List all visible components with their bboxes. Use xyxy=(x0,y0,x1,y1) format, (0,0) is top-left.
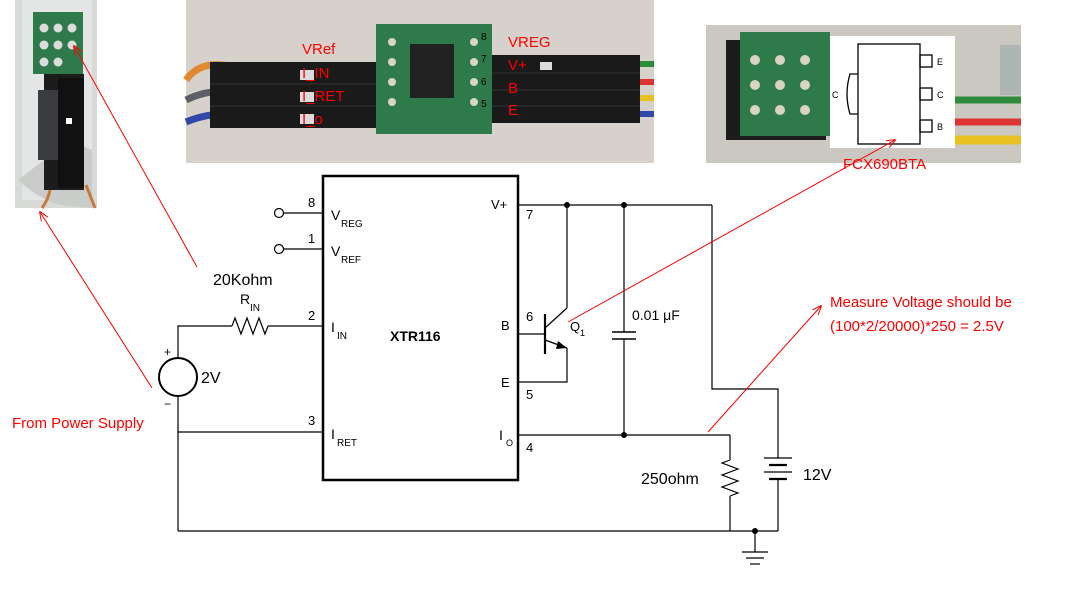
resistor-rin xyxy=(231,316,269,336)
pin-b-label: B xyxy=(501,318,510,333)
pin-7-number: 7 xyxy=(526,207,533,222)
arrow-to-package xyxy=(567,140,895,323)
photo-board-closeup xyxy=(15,0,97,209)
pin-6-number: 6 xyxy=(526,309,533,324)
q1-label: Q xyxy=(570,319,580,334)
power-supply-label: From Power Supply xyxy=(12,415,144,432)
photo-transistor: E C B C xyxy=(706,25,1021,163)
rin-value: 20Kohm xyxy=(213,272,273,289)
photo-label-io: I_o xyxy=(302,111,323,128)
pin-iret-label: I xyxy=(331,426,335,442)
pin-3-number: 3 xyxy=(308,413,315,428)
q1-sub: 1 xyxy=(580,328,585,338)
pin-e-label: E xyxy=(501,375,510,390)
photo-label-vref: VRef xyxy=(302,41,336,58)
resistor-250ohm xyxy=(720,459,740,497)
pin-iin-label: I xyxy=(331,319,335,335)
package-pin-c: C xyxy=(937,90,944,100)
part-number-label: FCX690BTA xyxy=(843,156,926,173)
photo-label-b: B xyxy=(508,80,518,97)
arrow-to-measure-note xyxy=(707,306,821,433)
photo-board-wired: 8 7 6 5 VRef I_IN I_RET I_o VREG V+ B E xyxy=(183,0,654,163)
package-drawing xyxy=(830,36,955,148)
photo-pin-7: 7 xyxy=(481,54,487,65)
photo-pin-8: 8 xyxy=(481,32,487,43)
pin-vref-label: V xyxy=(331,243,341,259)
source-plus: + xyxy=(164,345,171,359)
package-pin-e: E xyxy=(937,57,943,67)
photo-pin-6: 6 xyxy=(481,77,487,88)
pin-io-sub: O xyxy=(506,438,513,448)
photo-pin-5: 5 xyxy=(481,99,487,110)
measure-line-1: Measure Voltage should be xyxy=(830,294,1012,311)
rin-label: R xyxy=(240,291,250,307)
pin-iret-sub: RET xyxy=(337,438,357,449)
pin-iin-sub: IN xyxy=(337,331,347,342)
measure-line-2: (100*2/20000)*250 = 2.5V xyxy=(830,318,1004,335)
photo-label-iin: I_IN xyxy=(302,65,330,82)
cap-value: 0.01 μF xyxy=(632,307,680,323)
pin-4-number: 4 xyxy=(526,440,533,455)
pin-1-number: 1 xyxy=(308,231,315,246)
pin-vplus-label: V+ xyxy=(491,197,507,212)
pin-2-number: 2 xyxy=(308,308,315,323)
ic-name: XTR116 xyxy=(390,328,441,344)
ic-xtr116 xyxy=(321,174,520,482)
source-value: 2V xyxy=(201,370,221,387)
photo-label-iret: I_RET xyxy=(302,88,345,105)
photo-label-e: E xyxy=(508,102,518,119)
pin-vreg-label: V xyxy=(331,207,341,223)
voltage-source-2v xyxy=(158,357,198,397)
pin-vreg-sub: REG xyxy=(341,219,363,230)
package-pin-b: B xyxy=(937,122,943,132)
arrow-to-board-pins xyxy=(74,46,198,268)
photo-label-vreg: VREG xyxy=(508,34,551,51)
pin-8-number: 8 xyxy=(308,195,315,210)
pin-5-number: 5 xyxy=(526,387,533,402)
source-minus: − xyxy=(164,397,171,411)
rin-sub: IN xyxy=(250,303,260,314)
battery-value: 12V xyxy=(803,467,832,484)
rload-value: 250ohm xyxy=(641,471,699,488)
photo-label-vplus: V+ xyxy=(508,57,527,74)
pin-vref-sub: REF xyxy=(341,255,361,266)
package-tab-c: C xyxy=(832,90,839,100)
arrow-to-photo-1 xyxy=(40,212,153,389)
pin-io-label: I xyxy=(499,427,503,443)
